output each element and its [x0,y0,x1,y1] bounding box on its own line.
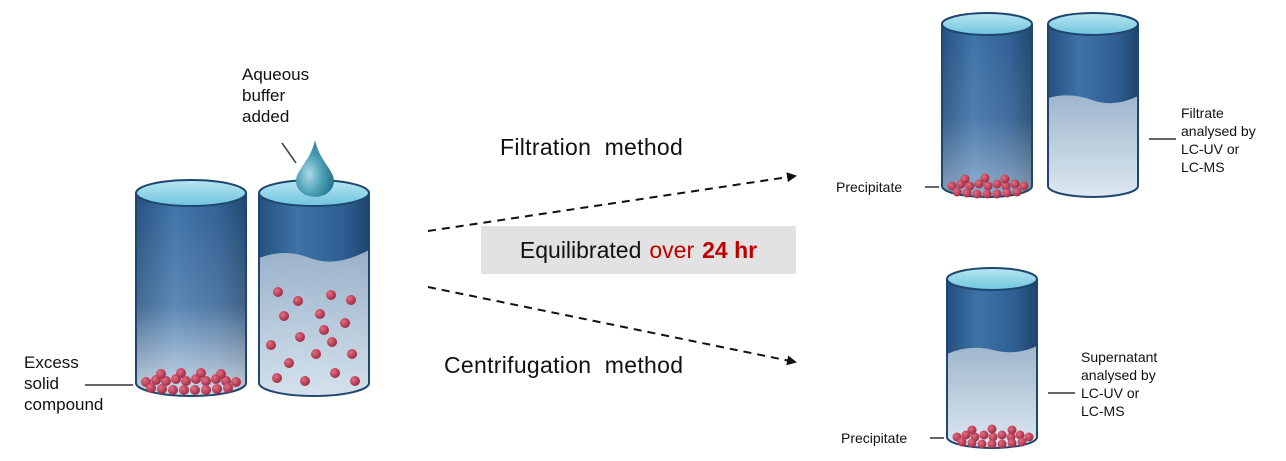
equilibration-box: Equilibrated over 24 hr [481,226,796,274]
aqueous-buffer-label: Aqueous buffer added [242,64,309,127]
supernatant-label: Supernatant analysed by LC-UV or LC-MS [1081,348,1157,420]
supernatant-line-3: LC-UV or [1081,385,1140,401]
supernatant-line-4: LC-MS [1081,403,1125,419]
duration-text: 24 hr [702,236,758,263]
buffer-droplet-icon [296,140,334,197]
centrifugation-arrow [427,286,797,366]
aqueous-leader-line [281,142,297,164]
filtration-method-label: Filtration method [500,134,684,160]
equilibrated-text: Equilibrated [519,236,642,263]
excess-line-3: compound [24,395,104,414]
aqueous-line-3: added [242,107,290,126]
centrifugation-method-label: Centrifugation method [444,352,684,378]
excess-line-2: solid [24,374,59,393]
filtrate-label: Filtrate analysed by LC-UV or LC-MS [1181,104,1256,176]
filtration-arrow [427,172,797,232]
cylinder-precipitate-filtration [941,12,1033,199]
cylinder-filtrate [1047,12,1139,198]
over-text: over [649,236,695,263]
supernatant-line-1: Supernatant [1081,349,1158,365]
supernatant-line-2: analysed by [1081,367,1156,383]
precipitate-top-label: Precipitate [836,179,903,195]
filtrate-line-1: Filtrate [1181,105,1224,121]
cylinder-supernatant [946,267,1038,449]
aqueous-line-1: Aqueous [242,65,310,84]
aqueous-line-2: buffer [242,86,286,105]
precipitate-particles-bottom [952,424,1034,449]
cylinder-suspension [258,179,370,397]
suspended-particles [266,287,360,386]
filtrate-line-2: analysed by [1181,123,1256,139]
precipitate-bottom-label: Precipitate [841,430,908,446]
excess-solid-label: Excess solid compound [24,352,103,415]
cylinder-solid-only [135,179,247,397]
filtrate-line-4: LC-MS [1181,159,1225,175]
excess-line-1: Excess [24,353,79,372]
filtrate-line-3: LC-UV or [1181,141,1240,157]
precipitate-particles-top [947,173,1029,199]
solid-compound-particles [141,368,241,395]
